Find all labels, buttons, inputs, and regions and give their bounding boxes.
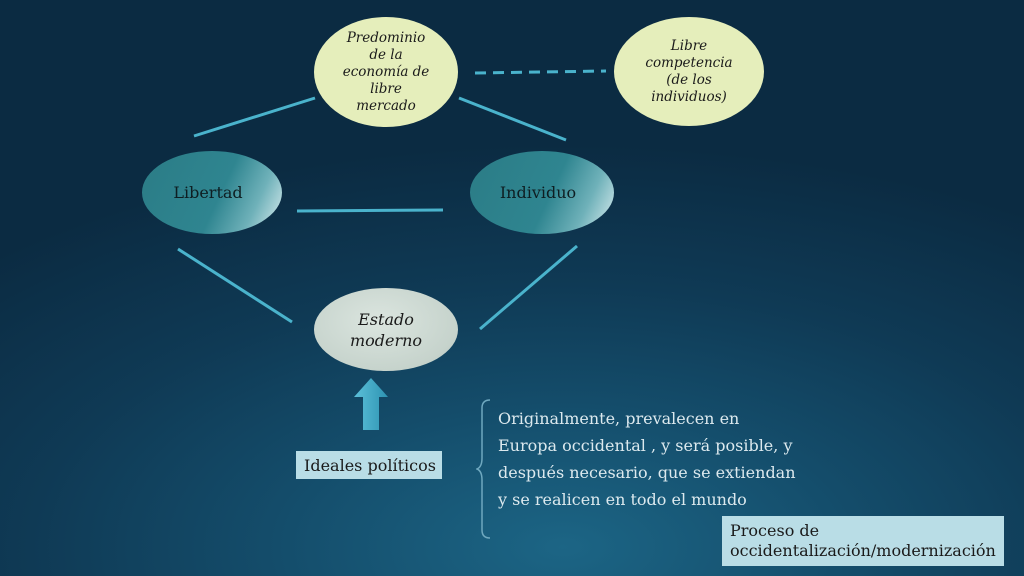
bracket-description: Originalmente, prevalecen en Europa occi… — [498, 409, 796, 509]
connector-libertad-individuo — [296, 208, 444, 213]
connector-individuo-estado — [479, 244, 578, 331]
node-individuo: Individuo — [470, 151, 614, 234]
ideales-politicos-label: Ideales políticos — [296, 451, 442, 479]
proceso-text: Proceso de occidentalización/modernizaci… — [730, 521, 996, 560]
connector-predominio-libertad — [193, 96, 316, 138]
node-predominio: Predominio de la economía de libre merca… — [314, 17, 458, 127]
node-predominio-label: Predominio de la economía de libre merca… — [342, 29, 430, 114]
node-individuo-label: Individuo — [499, 183, 577, 202]
connector-dashed-competencia — [474, 69, 607, 75]
connector-predominio-individuo — [458, 96, 567, 142]
left-brace-icon — [476, 399, 491, 539]
node-estado-label: Estado moderno — [349, 309, 423, 350]
up-arrow-icon — [354, 378, 388, 430]
connector-libertad-estado — [177, 247, 293, 324]
node-libertad-label: Libertad — [173, 183, 243, 202]
ideales-politicos-text: Ideales políticos — [304, 455, 436, 475]
node-estado-moderno: Estado moderno — [314, 288, 458, 371]
proceso-label: Proceso de occidentalización/modernizaci… — [722, 516, 1004, 566]
node-libre-competencia-label: Libre competencia (de los individuos) — [645, 37, 733, 105]
node-libertad: Libertad — [142, 151, 282, 234]
node-libre-competencia: Libre competencia (de los individuos) — [614, 17, 764, 126]
